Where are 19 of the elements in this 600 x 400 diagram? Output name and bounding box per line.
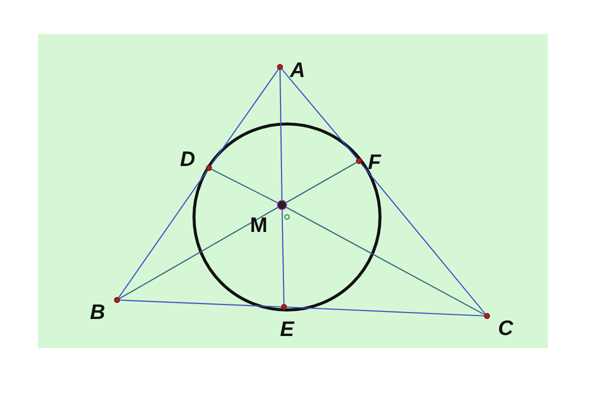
line-segment <box>282 210 284 304</box>
point-label: F <box>368 152 381 173</box>
point-label: D <box>180 149 196 170</box>
line-segment <box>280 70 282 200</box>
point-label: M <box>250 215 268 236</box>
line-segment <box>286 306 484 316</box>
line-segment <box>120 300 282 308</box>
line-segment <box>119 207 278 299</box>
line-segment <box>282 68 358 160</box>
line-segment <box>286 162 357 203</box>
point-label: E <box>280 319 294 340</box>
point-label: A <box>290 60 306 81</box>
line-segment <box>286 206 485 316</box>
point-label: C <box>498 318 514 339</box>
line-segment <box>118 170 208 298</box>
line-segment <box>360 162 486 314</box>
line-segment <box>211 168 278 204</box>
point-label: B <box>90 302 106 323</box>
line-segment <box>210 69 279 166</box>
